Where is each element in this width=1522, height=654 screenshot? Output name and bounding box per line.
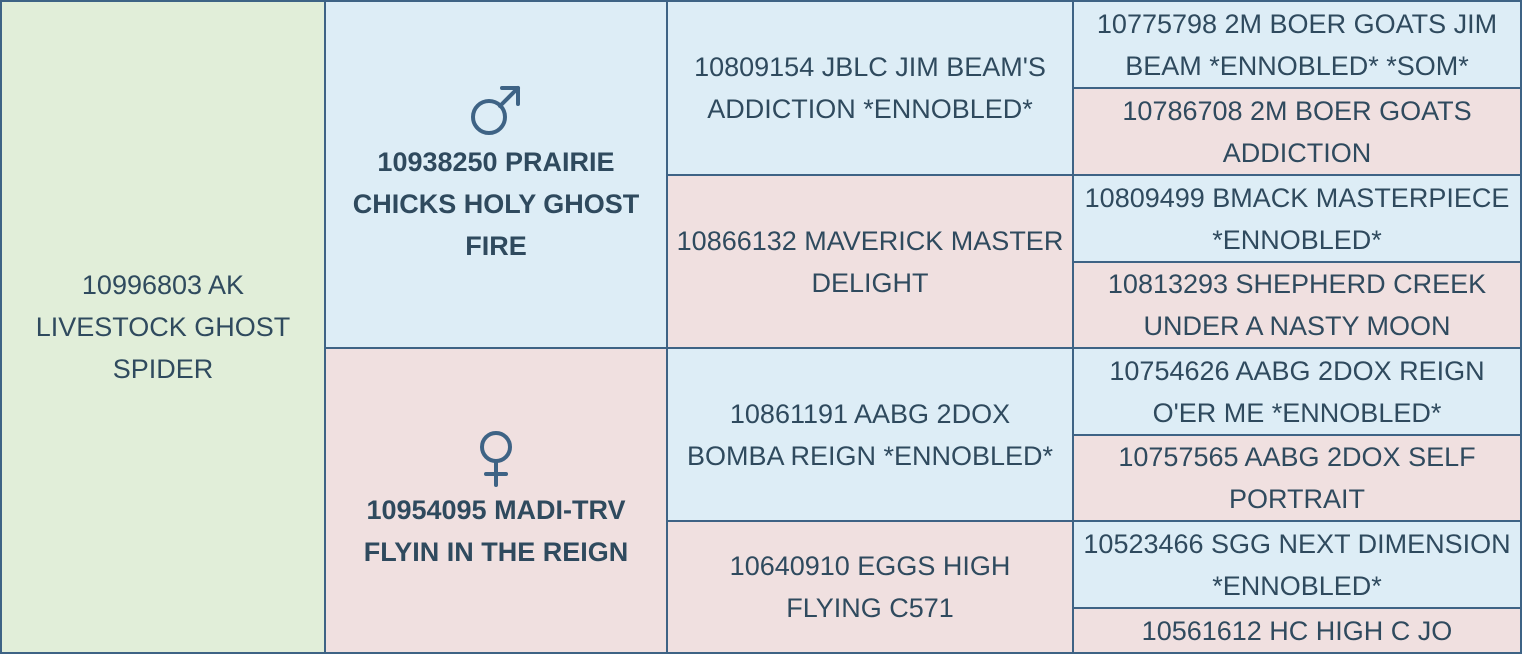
sire-sire-sire-name: 10775798 2M BOER GOATS JIM BEAM *ENNOBLE… [1096, 8, 1498, 81]
sire-dam-name: 10866132 MAVERICK MASTER DELIGHT [676, 225, 1064, 298]
dam-cell: 10954095 MADI-TRV FLYIN IN THE REIGN [326, 349, 666, 652]
dam-dam-name: 10640910 EGGS HIGH FLYING C571 [729, 551, 1011, 623]
dam-dam-dam-cell: 10561612 HC HIGH C JO [1074, 609, 1520, 652]
divider [1074, 87, 1520, 89]
sire-dam-dam-name: 10813293 SHEPHERD CREEK UNDER A NASTY MO… [1107, 269, 1487, 341]
divider [1074, 434, 1520, 436]
sire-sire-dam-cell: 10786708 2M BOER GOATS ADDICTION [1074, 89, 1520, 174]
subject-cell: 10996803 AK LIVESTOCK GHOST SPIDER [2, 2, 324, 652]
dam-dam-cell: 10640910 EGGS HIGH FLYING C571 [668, 522, 1072, 652]
dam-sire-cell: 10861191 AABG 2DOX BOMBA REIGN *ENNOBLED… [668, 349, 1072, 520]
sire-dam-cell: 10866132 MAVERICK MASTER DELIGHT [668, 176, 1072, 347]
sire-dam-sire-cell: 10809499 BMACK MASTERPIECE *ENNOBLED* [1074, 176, 1520, 261]
dam-sire-sire-cell: 10754626 AABG 2DOX REIGN O'ER ME *ENNOBL… [1074, 349, 1520, 434]
sire-cell: 10938250 PRAIRIE CHICKS HOLY GHOST FIRE [326, 2, 666, 347]
female-symbol-icon [480, 430, 512, 487]
dam-name: 10954095 MADI-TRV FLYIN IN THE REIGN [363, 494, 629, 567]
dam-sire-sire-name: 10754626 AABG 2DOX REIGN O'ER ME *ENNOBL… [1109, 355, 1485, 428]
sire-sire-dam-name: 10786708 2M BOER GOATS ADDICTION [1122, 95, 1472, 168]
divider [1074, 607, 1520, 609]
dam-dam-dam-name: 10561612 HC HIGH C JO [1141, 615, 1453, 646]
sire-sire-sire-cell: 10775798 2M BOER GOATS JIM BEAM *ENNOBLE… [1074, 2, 1520, 87]
dam-sire-dam-cell: 10757565 AABG 2DOX SELF PORTRAIT [1074, 436, 1520, 520]
sire-dam-sire-name: 10809499 BMACK MASTERPIECE *ENNOBLED* [1084, 182, 1510, 255]
sire-dam-dam-cell: 10813293 SHEPHERD CREEK UNDER A NASTY MO… [1074, 263, 1520, 347]
dam-dam-sire-name: 10523466 SGG NEXT DIMENSION *ENNOBLED* [1083, 528, 1511, 601]
dam-sire-name: 10861191 AABG 2DOX BOMBA REIGN *ENNOBLED… [686, 398, 1054, 471]
divider [668, 174, 1520, 176]
divider [1072, 2, 1074, 652]
sire-sire-cell: 10809154 JBLC JIM BEAM'S ADDICTION *ENNO… [668, 2, 1072, 174]
divider [666, 2, 668, 652]
male-symbol-icon [471, 85, 520, 135]
subject-name: 10996803 AK LIVESTOCK GHOST SPIDER [35, 270, 291, 384]
sire-name: 10938250 PRAIRIE CHICKS HOLY GHOST FIRE [352, 146, 640, 261]
dam-sire-dam-name: 10757565 AABG 2DOX SELF PORTRAIT [1118, 442, 1476, 514]
dam-dam-sire-cell: 10523466 SGG NEXT DIMENSION *ENNOBLED* [1074, 522, 1520, 607]
sire-sire-name: 10809154 JBLC JIM BEAM'S ADDICTION *ENNO… [694, 52, 1046, 124]
divider [326, 347, 1520, 349]
divider [1074, 261, 1520, 263]
divider [324, 2, 326, 652]
divider [668, 520, 1520, 522]
